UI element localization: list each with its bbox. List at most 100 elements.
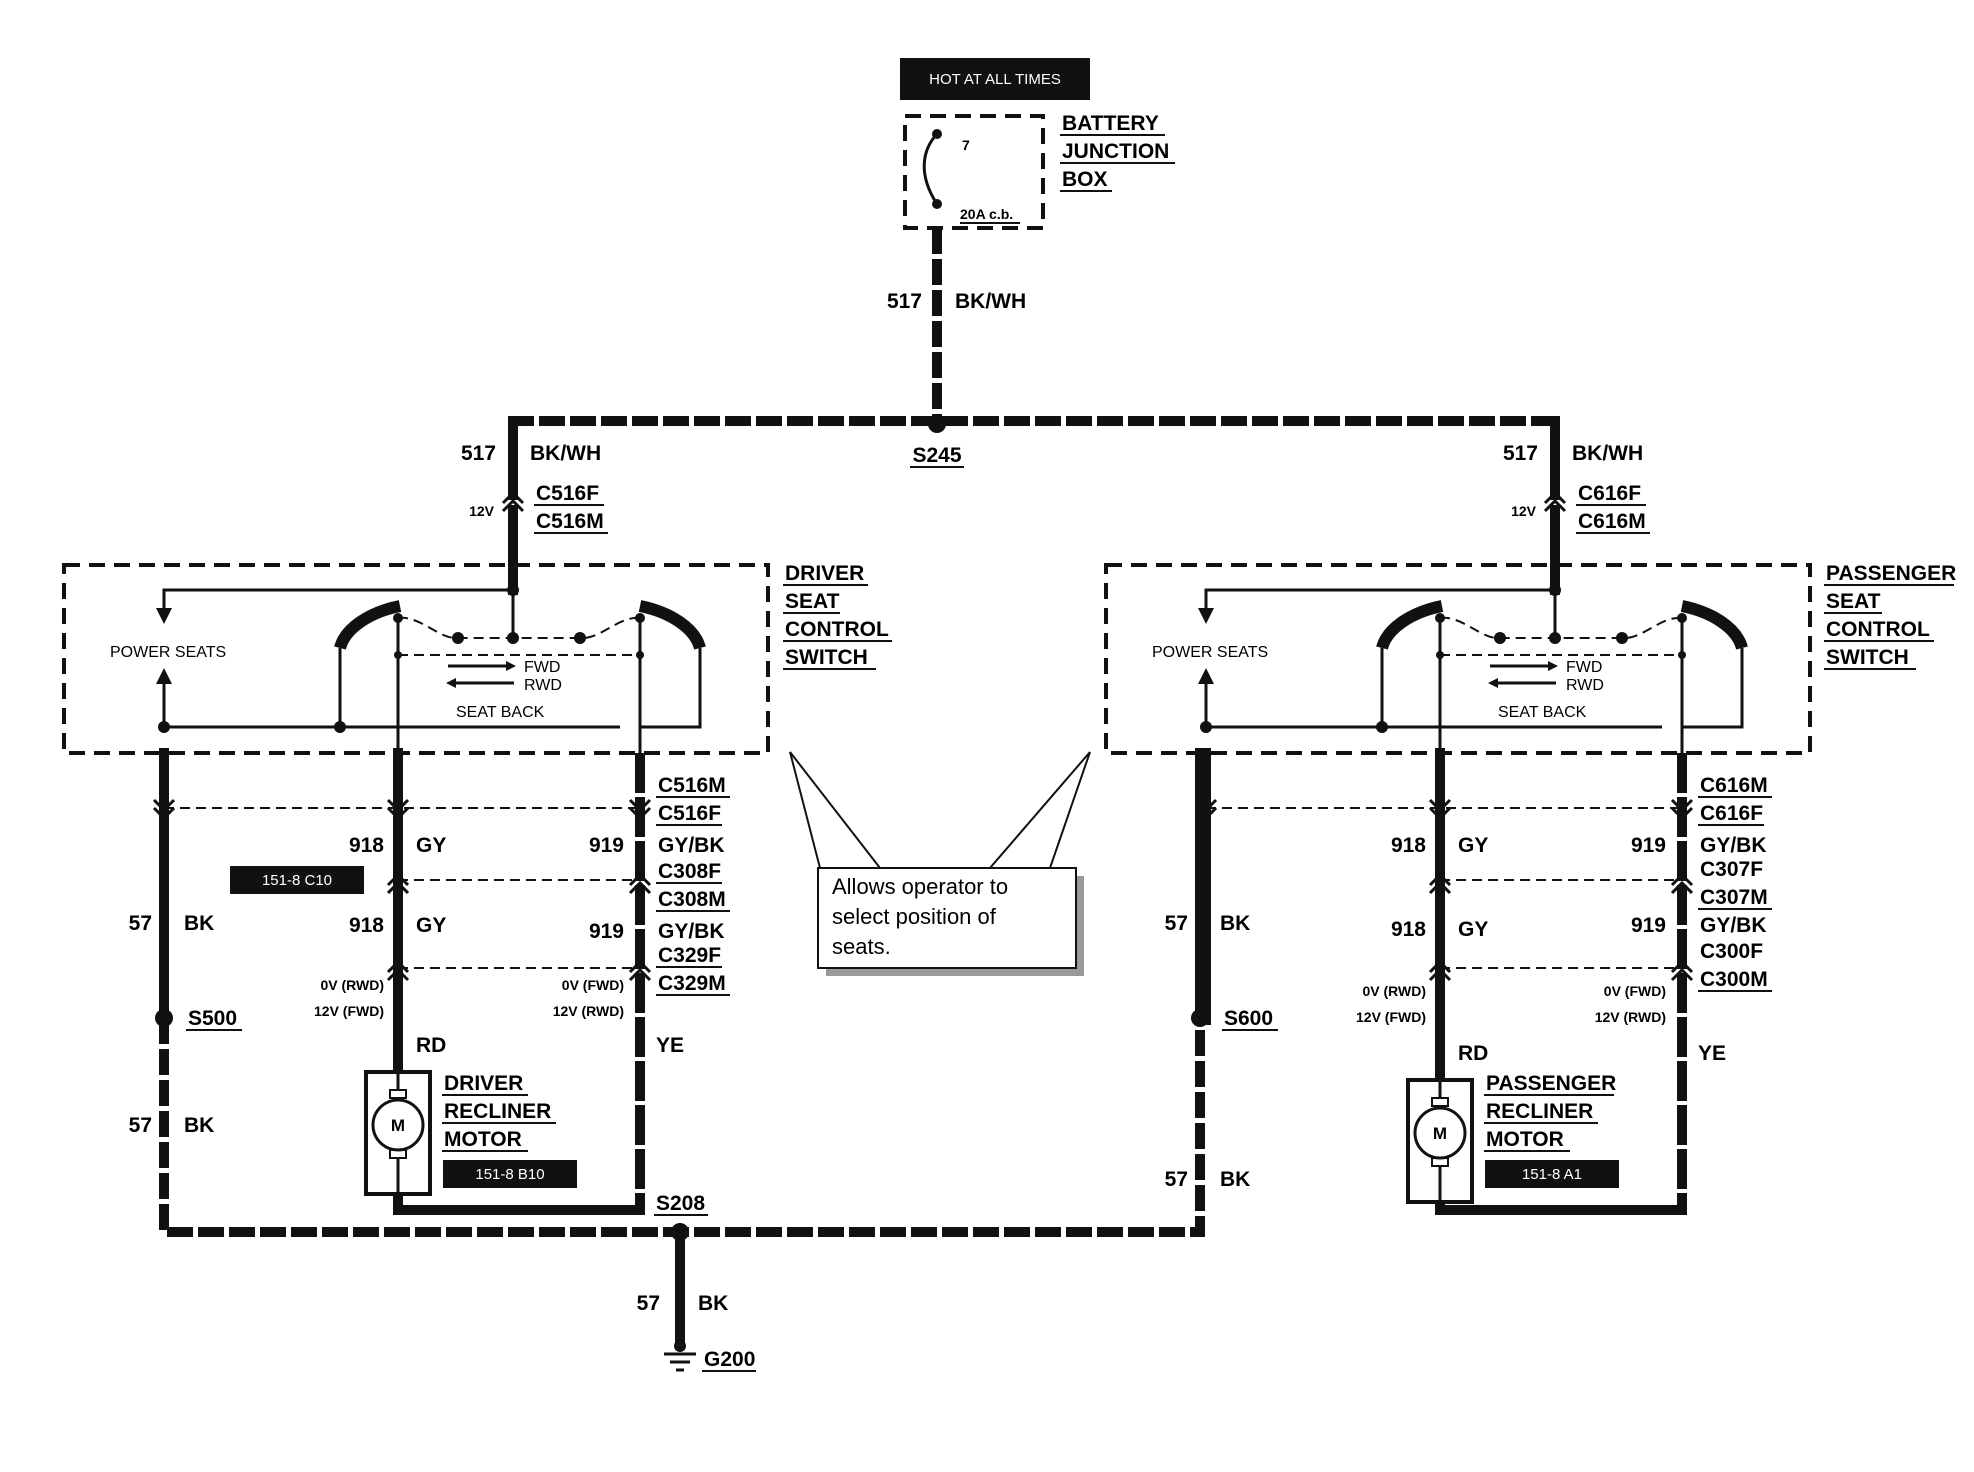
- driver-ground-circuit-1: 57: [129, 912, 152, 935]
- driver-fwd-label: FWD: [524, 659, 560, 676]
- driver-rd-label: RD: [416, 1034, 446, 1057]
- passenger-switch-name-1: PASSENGER: [1826, 562, 1956, 585]
- feed-circuit-number: 517: [887, 290, 922, 313]
- passenger-ground-circuit-1: 57: [1165, 912, 1188, 935]
- passenger-919-label-2: 919: [1631, 914, 1666, 937]
- battery-box-name-line-3: BOX: [1062, 168, 1108, 191]
- passenger-918-label-2: 918: [1391, 918, 1426, 941]
- passenger-switch-name-4: SWITCH: [1826, 646, 1909, 669]
- driver-ground-color-1: BK: [184, 912, 214, 935]
- driver-left-volts-1: 0V (RWD): [320, 977, 384, 993]
- battery-box-name-line-2: JUNCTION: [1062, 140, 1169, 163]
- driver-ground-color-2: BK: [184, 1114, 214, 1137]
- driver-ye-label: YE: [656, 1034, 684, 1057]
- fuse-rating: 20A c.b.: [960, 206, 1013, 222]
- driver-ref-box: 151-8 C10: [262, 872, 332, 889]
- passenger-conn-out-5: C300F: [1700, 940, 1763, 963]
- passenger-ground-color-1: BK: [1220, 912, 1250, 935]
- passenger-motor-name-3: MOTOR: [1486, 1128, 1564, 1151]
- driver-918-label-1: 918: [349, 834, 384, 857]
- driver-conn-out-2: C516F: [658, 802, 721, 825]
- driver-voltage: 12V: [469, 503, 495, 519]
- driver-feed-color: BK/WH: [530, 442, 601, 465]
- splice-s600-dot: [1191, 1009, 1209, 1027]
- passenger-seat-back-label: SEAT BACK: [1498, 704, 1587, 721]
- ground-wire-circuit: 57: [637, 1292, 660, 1315]
- ground-wire-color: BK: [698, 1292, 728, 1315]
- passenger-left-volts-2: 12V (FWD): [1356, 1009, 1426, 1025]
- driver-right-volts-2: 12V (RWD): [553, 1003, 624, 1019]
- driver-power-seats-label: POWER SEATS: [110, 644, 226, 661]
- driver-recliner-motor: M DRIVER RECLINER MOTOR 151-8 B10: [364, 1070, 577, 1196]
- passenger-conn-out-1: C616M: [1700, 774, 1768, 797]
- passenger-motor-symbol: M: [1433, 1124, 1447, 1143]
- battery-box-name-line-1: BATTERY: [1062, 112, 1159, 135]
- driver-motor-name-2: RECLINER: [444, 1100, 551, 1123]
- feed-wire-517: 517 BK/WH: [887, 228, 1026, 424]
- driver-right-volts-1: 0V (FWD): [562, 977, 624, 993]
- driver-rwd-label: RWD: [524, 677, 562, 694]
- passenger-switch-name-2: SEAT: [1826, 590, 1881, 613]
- driver-switch-name-4: SWITCH: [785, 646, 868, 669]
- driver-feed-circuit: 517: [461, 442, 496, 465]
- passenger-rd-label: RD: [1458, 1042, 1488, 1065]
- passenger-left-volts-1: 0V (RWD): [1362, 983, 1426, 999]
- passenger-right-volts-1: 0V (FWD): [1604, 983, 1666, 999]
- passenger-conn-in-f: C616F: [1578, 482, 1641, 505]
- splice-s245-label: S245: [912, 444, 961, 467]
- passenger-rwd-label: RWD: [1566, 677, 1604, 694]
- splice-s600-label: S600: [1224, 1007, 1273, 1030]
- callout-line-3: seats.: [832, 934, 891, 959]
- passenger-motor-icon: [1413, 1106, 1467, 1160]
- driver-gybk-label-2: GY/BK: [658, 920, 725, 943]
- passenger-conn-in-m: C616M: [1578, 510, 1646, 533]
- passenger-conn-out-6: C300M: [1700, 968, 1768, 991]
- passenger-switch-name-3: CONTROL: [1826, 618, 1930, 641]
- ground-point-label: G200: [704, 1348, 755, 1371]
- passenger-conn-out-3: C307F: [1700, 858, 1763, 881]
- battery-junction-box: 7 20A c.b. BATTERY JUNCTION BOX: [903, 112, 1175, 230]
- passenger-gy-label-2: GY: [1458, 918, 1488, 941]
- driver-output-wires: 918 GY 919 GY/BK 918 GY 919 GY/BK C516M …: [152, 748, 730, 1215]
- passenger-conn-out-4: C307M: [1700, 886, 1768, 909]
- driver-conn-out-6: C329M: [658, 972, 726, 995]
- driver-conn-in-m: C516M: [536, 510, 604, 533]
- passenger-power-seats-label: POWER SEATS: [1152, 644, 1268, 661]
- top-bus: S245: [508, 415, 1560, 488]
- feed-wire-color: BK/WH: [955, 290, 1026, 313]
- driver-conn-out-1: C516M: [658, 774, 726, 797]
- passenger-feed-circuit: 517: [1503, 442, 1538, 465]
- splice-s208-label: S208: [656, 1192, 705, 1215]
- driver-motor-ref: 151-8 B10: [475, 1166, 544, 1183]
- passenger-ground-wire: 57 BK S600 57 BK: [1165, 748, 1278, 1191]
- driver-motor-symbol: M: [391, 1116, 405, 1135]
- callout-line-2: select position of: [832, 904, 997, 929]
- callout: Allows operator to select position of se…: [789, 751, 1091, 976]
- passenger-919-label-1: 919: [1631, 834, 1666, 857]
- passenger-ground-color-2: BK: [1220, 1168, 1250, 1191]
- passenger-gybk-label-2: GY/BK: [1700, 914, 1767, 937]
- passenger-ground-circuit-2: 57: [1165, 1168, 1188, 1191]
- passenger-seat-control-switch: PASSENGER SEAT CONTROL SWITCH POWER SEAT…: [1104, 562, 1956, 758]
- passenger-feed: 517 BK/WH 12V C616F C616M: [1503, 421, 1650, 595]
- driver-switch-name-2: SEAT: [785, 590, 840, 613]
- passenger-feed-color: BK/WH: [1572, 442, 1643, 465]
- driver-switch-name-3: CONTROL: [785, 618, 889, 641]
- circuit-breaker-icon: [922, 132, 939, 205]
- passenger-gybk-label-1: GY/BK: [1700, 834, 1767, 857]
- driver-ground-circuit-2: 57: [129, 1114, 152, 1137]
- hot-at-all-times-header: HOT AT ALL TIMES: [900, 58, 1090, 100]
- driver-motor-name-1: DRIVER: [444, 1072, 523, 1095]
- driver-gy-label-2: GY: [416, 914, 446, 937]
- passenger-gy-label-1: GY: [1458, 834, 1488, 857]
- driver-gy-label-1: GY: [416, 834, 446, 857]
- driver-conn-out-5: C329F: [658, 944, 721, 967]
- passenger-motor-name-1: PASSENGER: [1486, 1072, 1616, 1095]
- passenger-motor-name-2: RECLINER: [1486, 1100, 1593, 1123]
- passenger-fwd-label: FWD: [1566, 659, 1602, 676]
- driver-left-volts-2: 12V (FWD): [314, 1003, 384, 1019]
- driver-919-label-2: 919: [589, 920, 624, 943]
- driver-motor-name-3: MOTOR: [444, 1128, 522, 1151]
- passenger-motor-ref: 151-8 A1: [1522, 1166, 1582, 1183]
